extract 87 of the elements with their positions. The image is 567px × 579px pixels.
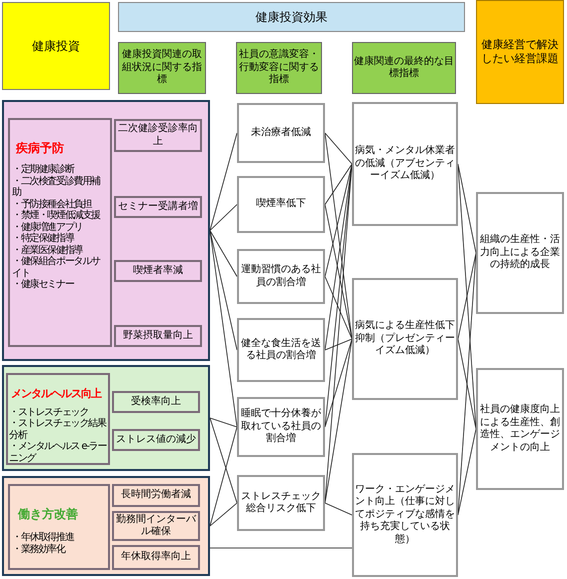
box-label: 運動習慣のある社員の割合増 (240, 264, 322, 289)
indicator-box (237, 475, 325, 531)
goal-box (352, 453, 458, 577)
column-header (236, 42, 322, 94)
box-label: 喫煙率低下 (256, 198, 306, 211)
group-panel (2, 100, 210, 361)
box-label: 睡眠で十分休養が取れている社員の割合増 (240, 408, 322, 446)
indicator-box (237, 103, 325, 163)
box-label: 健康投資効果 (256, 10, 328, 24)
goal-box (352, 278, 458, 400)
bullet-item: ・健康セミナー (12, 279, 74, 290)
connector-line (210, 426, 238, 526)
box-label: 健康投資関連の取組状況に関する指標 (121, 49, 203, 87)
connector-line (324, 132, 352, 164)
indicator-box (112, 429, 200, 451)
measure-list-box (8, 484, 110, 570)
connector-line (324, 164, 352, 277)
box-label: 健康経営で解決したい経営課題 (480, 38, 560, 66)
bullet-item: ・産業医保健指導 (12, 244, 82, 256)
connector-line (324, 276, 352, 340)
bullet-item: ・年休取得推進 (12, 532, 74, 544)
box-label: 野菜摂取量向上 (123, 330, 193, 342)
box-label: 年休取得率向上 (121, 551, 191, 564)
group-panel (2, 365, 210, 471)
box-label: 長時間労働者減 (121, 489, 191, 502)
box-label: 未治療者低減 (251, 126, 311, 140)
box-label: ストレスチェック総合リスク低下 (240, 490, 322, 516)
connector-line (324, 338, 352, 428)
indicator-box (112, 545, 200, 570)
bullet-item: ・健保組合ポータルサイト (12, 256, 102, 278)
indicator-box (114, 260, 202, 282)
box-label: 健全な食生活を送る社員の割合増 (240, 338, 322, 362)
box-label: 健康投資 (32, 38, 80, 54)
box-label: 勤務間インターバル確保 (115, 514, 198, 538)
indicator-box (237, 397, 325, 457)
issue-box (476, 192, 564, 314)
bullet-item: ・予防接種会社負担 (12, 198, 92, 210)
connector-line (210, 418, 238, 504)
box-label: 社員の意識変容・行動変容に関する指標 (238, 49, 320, 87)
bullet-item: ・メンタルヘルス e-ラーニング (9, 441, 107, 464)
connector-line (210, 418, 238, 428)
indicator-box (237, 318, 325, 382)
indicator-box (237, 249, 325, 304)
box-label: 二次健診受診率向上 (117, 123, 199, 148)
bullet-item: ・ストレスチェック結果分析 (9, 418, 107, 442)
group-panel (2, 476, 210, 576)
column-header (118, 42, 206, 94)
box-label: 受検率向上 (131, 396, 181, 408)
investment-header (2, 2, 110, 90)
box-label: セミナー受講者増 (118, 200, 198, 214)
connector-line (324, 338, 352, 350)
bullet-item: ・業務効率化 (12, 544, 65, 555)
issue-header (476, 0, 564, 104)
issue-box (476, 368, 564, 490)
bullet-item: ・健康増進アプリ (12, 222, 82, 232)
indicator-box (112, 484, 200, 507)
category-heading: 働き方改善 (18, 507, 78, 522)
bullet-item: ・ストレスチェック (9, 406, 88, 418)
box-label: ストレス値の減少 (116, 434, 196, 446)
box-label: 社員の健康度向上による生産性、創造性、エンゲージメントの向上 (479, 404, 561, 454)
box-label: 健康関連の最終的な目標指標 (353, 56, 455, 80)
bullet-item: ・特定保健指導 (12, 233, 74, 244)
connector-line (210, 204, 238, 231)
category-heading: メンタルヘルス向上 (11, 387, 101, 401)
box-label: 喫煙者率減 (133, 264, 183, 278)
measure-list-box (6, 373, 110, 465)
box-label: 組織の生産性・活力向上による企業の持続的成長 (479, 234, 561, 272)
box-label: 病気・メンタル休業者の低減（アブセンティーイズム低減） (354, 145, 456, 183)
indicator-box (114, 196, 202, 218)
indicator-box (237, 176, 325, 233)
bullet-item: ・二次検査受診費用補助 (12, 176, 102, 198)
connector-line (210, 132, 238, 231)
indicator-box (114, 325, 202, 347)
box-label: 病気による生産性低下抑制（プレゼンティーイズム低減） (354, 320, 456, 358)
indicator-box (112, 391, 200, 413)
measure-list-box (8, 118, 112, 347)
category-heading: 疾病予防 (16, 141, 64, 156)
goal-box (352, 102, 458, 226)
connector-line (210, 502, 238, 526)
connector-line (210, 230, 238, 277)
bullet-item: ・禁煙・喫煙低減支援 (12, 210, 100, 222)
connector-line (324, 164, 352, 205)
box-label: ワーク・エンゲージメント向上（仕事に対してポジティブな感情を持ち充実している状態） (354, 484, 456, 546)
column-header (352, 42, 456, 94)
effect-banner (118, 2, 465, 32)
bullet-item: ・定期健康診断 (12, 164, 74, 176)
connector-line (324, 502, 352, 516)
